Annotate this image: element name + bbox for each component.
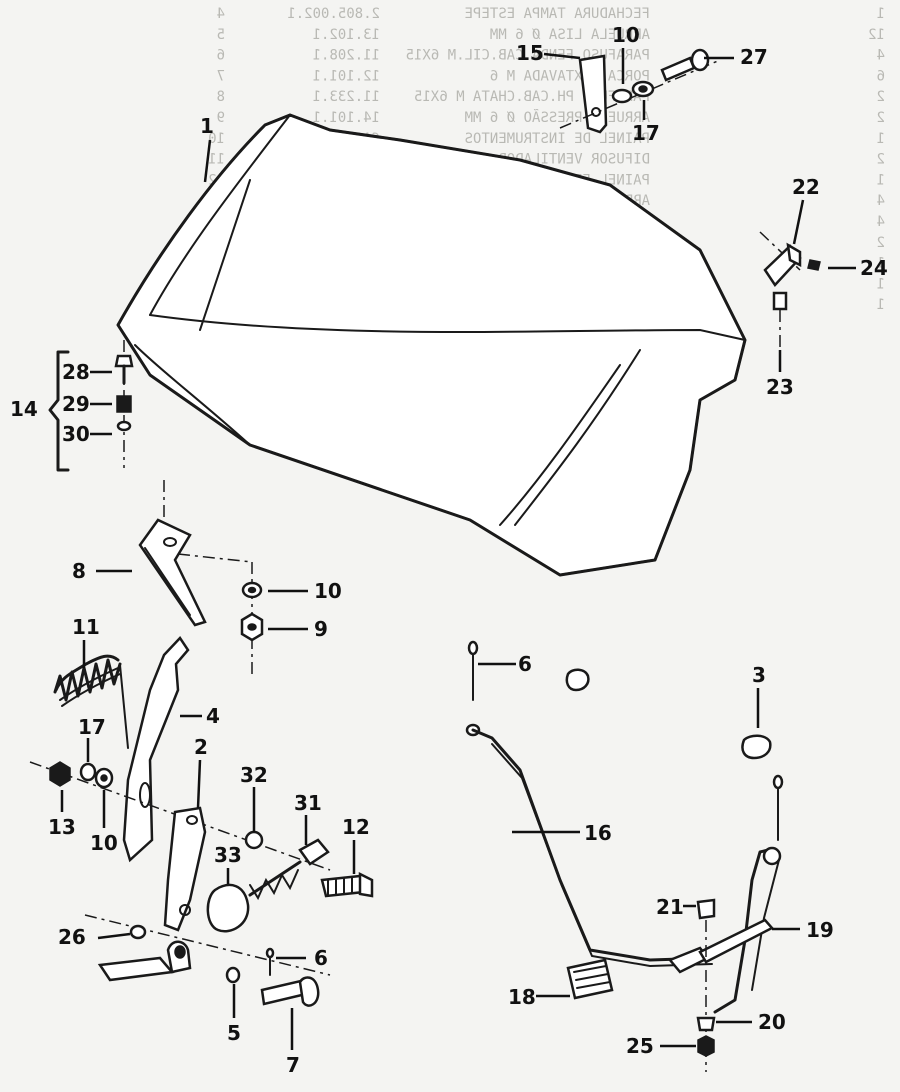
instrument-panel-cover bbox=[116, 113, 747, 577]
bleed-cell: 9 bbox=[217, 110, 225, 126]
callout-21: 21 bbox=[656, 895, 684, 919]
bleed-cell: 11.208.1 bbox=[313, 48, 380, 64]
bleed-cell: 1 bbox=[877, 256, 885, 272]
callout-32: 32 bbox=[240, 763, 268, 787]
callout-10-left: 10 bbox=[90, 831, 118, 855]
callout-23: 23 bbox=[766, 375, 794, 399]
bleed-cell: PORCA SEXTAVADA M 6 bbox=[490, 68, 650, 84]
callout-26: 26 bbox=[58, 925, 86, 949]
bleed-cell: 1 bbox=[877, 6, 885, 22]
callout-24: 24 bbox=[860, 256, 888, 280]
coil-spring bbox=[53, 658, 122, 702]
bleed-cell: 2 bbox=[877, 89, 885, 105]
upper-bracket-assembly bbox=[559, 48, 721, 134]
triangular-bracket bbox=[138, 480, 264, 676]
bleed-cell: 4 bbox=[217, 6, 225, 22]
callout-28: 28 bbox=[62, 360, 90, 384]
callout-17-top: 17 bbox=[632, 121, 660, 145]
callout-1: 1 bbox=[200, 114, 214, 138]
callout-22: 22 bbox=[792, 175, 820, 199]
callout-16: 16 bbox=[584, 821, 612, 845]
callout-18: 18 bbox=[508, 985, 536, 1009]
release-cable-assembly bbox=[465, 640, 784, 1072]
callout-13: 13 bbox=[48, 815, 76, 839]
bleed-cell: 12.101.1 bbox=[313, 68, 380, 84]
bleed-cell: 13.102.1 bbox=[313, 27, 380, 43]
callout-7: 7 bbox=[286, 1053, 300, 1077]
bleed-cell: 7 bbox=[217, 68, 225, 84]
bleed-cell: 2.805.002.1 bbox=[287, 6, 380, 22]
callout-2: 2 bbox=[194, 735, 208, 759]
callout-15: 15 bbox=[516, 41, 544, 65]
callout-labels: 1 15 10 17 27 22 24 23 28 14 29 30 8 10 … bbox=[10, 23, 888, 1077]
right-hinge-bracket bbox=[759, 231, 821, 370]
bleed-cell: 1 bbox=[877, 276, 885, 292]
callout-17-left: 17 bbox=[78, 715, 106, 739]
callout-10-mid: 10 bbox=[314, 579, 342, 603]
left-fastener-stack bbox=[48, 340, 134, 472]
callout-30: 30 bbox=[62, 422, 90, 446]
callout-11: 11 bbox=[72, 615, 100, 639]
bleed-cell: PAINEL DE INSTRUMENTOS bbox=[465, 131, 650, 147]
callout-33: 33 bbox=[214, 843, 242, 867]
bleed-cell: 8 bbox=[217, 89, 225, 105]
bleed-cell: 4 bbox=[877, 193, 885, 209]
bleed-cell: 6 bbox=[877, 68, 885, 84]
callout-25: 25 bbox=[626, 1034, 654, 1058]
bleed-cell: 14.101.1 bbox=[313, 110, 380, 126]
bleed-cell: ARRUELA PRESSÃO Ø 6 MM bbox=[465, 109, 650, 126]
bleed-cell: 1 bbox=[877, 172, 885, 188]
callout-4: 4 bbox=[206, 704, 220, 728]
callout-10-top: 10 bbox=[612, 23, 640, 47]
bleed-cell: 5 bbox=[217, 27, 225, 43]
callout-19: 19 bbox=[806, 918, 834, 942]
bleed-cell: 2 bbox=[877, 152, 885, 168]
bleed-cell: 11.233.1 bbox=[313, 89, 380, 105]
callout-27: 27 bbox=[740, 45, 768, 69]
bleed-cell: 11 bbox=[208, 152, 225, 168]
callout-12: 12 bbox=[342, 815, 370, 839]
callout-14: 14 bbox=[10, 397, 38, 421]
callout-29: 29 bbox=[62, 392, 90, 416]
bleed-cell: 1 bbox=[877, 131, 885, 147]
callout-3: 3 bbox=[752, 663, 766, 687]
leader-lines bbox=[60, 48, 856, 1050]
bleed-cell: 4 bbox=[877, 48, 885, 64]
callout-20: 20 bbox=[758, 1010, 786, 1034]
lower-hinge-assembly bbox=[84, 914, 331, 1007]
left-lever-hardware bbox=[49, 761, 114, 789]
bleed-cell: 2 bbox=[877, 235, 885, 251]
callout-9: 9 bbox=[314, 617, 328, 641]
bleed-cell: 2 bbox=[877, 110, 885, 126]
release-plate-assembly bbox=[163, 806, 374, 933]
callout-6-left: 6 bbox=[314, 946, 328, 970]
callout-31: 31 bbox=[294, 791, 322, 815]
callout-8: 8 bbox=[72, 559, 86, 583]
bleed-cell: 1 bbox=[877, 297, 885, 313]
bleed-cell: 6 bbox=[217, 48, 225, 64]
callout-5: 5 bbox=[227, 1021, 241, 1045]
bleed-cell: 10 bbox=[208, 131, 225, 147]
callout-6-right: 6 bbox=[518, 652, 532, 676]
bleed-cell: FECHADURA TAMPA ESTEPE bbox=[465, 6, 650, 22]
bleed-cell: ARRUELA LISA Ø 6 MM bbox=[490, 27, 650, 43]
bleed-cell: 12 bbox=[868, 27, 885, 43]
bleed-cell: 4 bbox=[877, 214, 885, 230]
